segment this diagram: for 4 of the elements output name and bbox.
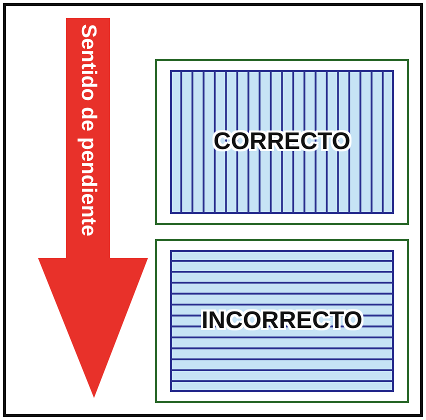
panel-frame [155, 239, 409, 403]
arrow-label: Sentido de pendiente [76, 24, 101, 236]
panel-frame [155, 59, 409, 225]
slope-arrow [36, 18, 150, 398]
